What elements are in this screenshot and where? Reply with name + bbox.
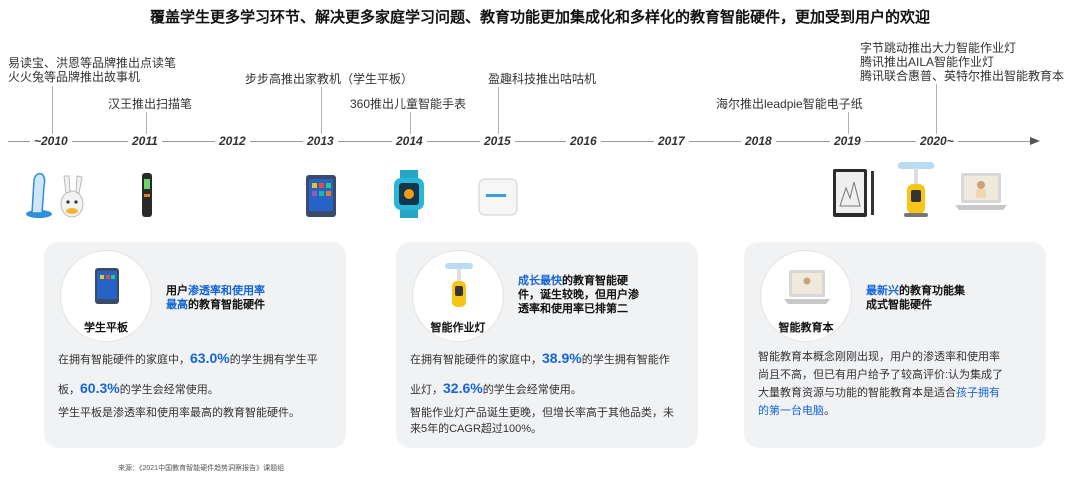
smart-lamp-summary: 智能作业灯产品诞生更晚，但增长率高于其他品类，未 来5年的CAGR超过100%。	[410, 407, 674, 435]
event-2014: 360推出儿童智能手表	[350, 97, 467, 111]
source-note: 来源：《2021中国教育智能硬件趋势洞察报告》课题组	[118, 465, 285, 472]
year-2011: 2011	[128, 134, 162, 148]
student-tablet-stat-2: 板，60.3%的学生会经常使用。	[58, 380, 219, 396]
year-2015: 2015	[480, 134, 515, 148]
card-smart-notebook: 智能教育本 最新兴的教育功能集 成式智能硬件 智能教育本概念刚刚出现，用户的渗透…	[744, 242, 1046, 448]
event-2019-tick	[848, 112, 849, 136]
event-2013-tick	[321, 87, 322, 136]
event-2010: 易读宝、洪恩等品牌推出点读笔 火火兔等品牌推出故事机	[8, 56, 176, 84]
year-2017: 2017	[654, 134, 689, 148]
smart-notebook-summary: 智能教育本概念刚刚出现，用户的渗透率和使用率 尚且不高，但已有用户给予了较高评价…	[758, 351, 1004, 417]
smart-education-laptop-icon	[955, 173, 1007, 210]
event-2011: 汉王推出扫描笔	[108, 97, 193, 111]
timeline-arrow-icon	[1030, 137, 1040, 145]
event-2019: 海尔推出leadpie智能电子纸	[716, 97, 863, 111]
smart-lamp-stat-2: 业灯，32.6%的学生会经常使用。	[410, 380, 582, 396]
e-paper-icon	[833, 169, 874, 217]
smart-homework-lamp-icon	[445, 263, 473, 307]
page-title: 覆盖学生更多学习环节、解决更多家庭学习问题、教育功能更加集成化和多样化的教育智能…	[149, 9, 930, 26]
timeline-axis	[8, 141, 1033, 142]
year-2020: 2020~	[916, 134, 958, 148]
year-2013: 2013	[303, 134, 338, 148]
year-2014: 2014	[392, 134, 427, 148]
student-tablet-label: 学生平板	[84, 322, 128, 334]
event-2014-tick	[410, 112, 411, 136]
event-2020-line-3: 腾讯联合惠普、英特尔推出智能教育本	[860, 69, 1065, 83]
smart-lamp-label: 智能作业灯	[430, 322, 486, 334]
student-tablet-summary: 学生平板是渗透率和使用率最高的教育智能硬件。	[58, 407, 300, 419]
event-2020-tick	[936, 84, 937, 136]
smart-lamp-headline: 成长最快的教育智能硬 件，诞生较晚，但用户渗 透率和使用率已排第二	[518, 275, 639, 315]
event-2013: 步步高推出家教机（学生平板）	[245, 72, 414, 86]
year-2018: 2018	[741, 134, 776, 148]
year-2019: 2019	[830, 134, 865, 148]
event-2010-line-2: 火火兔等品牌推出故事机	[8, 70, 141, 84]
student-tablet-icon	[95, 268, 119, 304]
event-2015: 盈趣科技推出咕咕机	[488, 72, 597, 86]
card-smart-lamp: 智能作业灯 成长最快的教育智能硬 件，诞生较晚，但用户渗 透率和使用率已排第二 …	[396, 242, 698, 448]
smart-education-laptop-icon	[784, 270, 830, 304]
event-2020-line-2: 腾讯推出AILA智能作业灯	[860, 55, 995, 69]
smart-homework-lamp-icon	[898, 162, 934, 217]
reading-pen-and-story-machine-icon	[26, 172, 84, 218]
kids-smartwatch-icon	[394, 170, 424, 218]
event-2020: 字节跳动推出大力智能作业灯 腾讯推出AILA智能作业灯 腾讯联合惠普、英特尔推出…	[860, 41, 1064, 83]
card-student-tablet: 学生平板 用户渗透率和使用率 最高的教育智能硬件 在拥有智能硬件的家庭中，63.…	[44, 242, 346, 448]
year-2010: ~2010	[30, 134, 72, 148]
label-printer-icon	[478, 178, 518, 216]
student-tablet-icon	[306, 175, 336, 217]
smart-notebook-badge: 智能教育本	[760, 250, 852, 342]
event-2011-tick	[146, 112, 147, 136]
smart-lamp-stat-1: 在拥有智能硬件的家庭中，38.9%的学生拥有智能作	[410, 350, 670, 366]
smart-lamp-badge: 智能作业灯	[412, 250, 504, 342]
scanning-pen-icon	[142, 173, 152, 217]
student-tablet-stat-1: 在拥有智能硬件的家庭中，63.0%的学生拥有学生平	[58, 350, 318, 366]
event-2010-tick	[52, 86, 53, 136]
student-tablet-headline: 用户渗透率和使用率 最高的教育智能硬件	[166, 285, 265, 311]
smart-notebook-headline: 最新兴的教育功能集 成式智能硬件	[866, 285, 965, 311]
event-2010-line-1: 易读宝、洪恩等品牌推出点读笔	[8, 56, 177, 70]
student-tablet-badge: 学生平板	[60, 250, 152, 342]
event-2015-tick	[498, 87, 499, 136]
smart-notebook-label: 智能教育本	[778, 322, 834, 334]
event-2020-line-1: 字节跳动推出大力智能作业灯	[860, 41, 1017, 55]
year-2016: 2016	[566, 134, 601, 148]
year-2012: 2012	[215, 134, 250, 148]
